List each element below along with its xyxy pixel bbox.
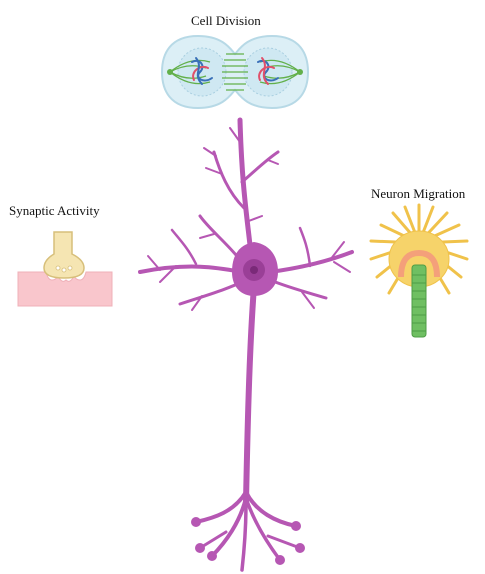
synapse-illustration	[18, 232, 114, 308]
cell-division-illustration	[160, 32, 310, 112]
cell-division-label: Cell Division	[191, 13, 261, 29]
neuron-illustration	[130, 112, 360, 572]
neuron-migration-illustration	[365, 203, 473, 339]
synaptic-activity-label: Synaptic Activity	[9, 203, 100, 219]
neuron-migration-label: Neuron Migration	[371, 186, 465, 202]
